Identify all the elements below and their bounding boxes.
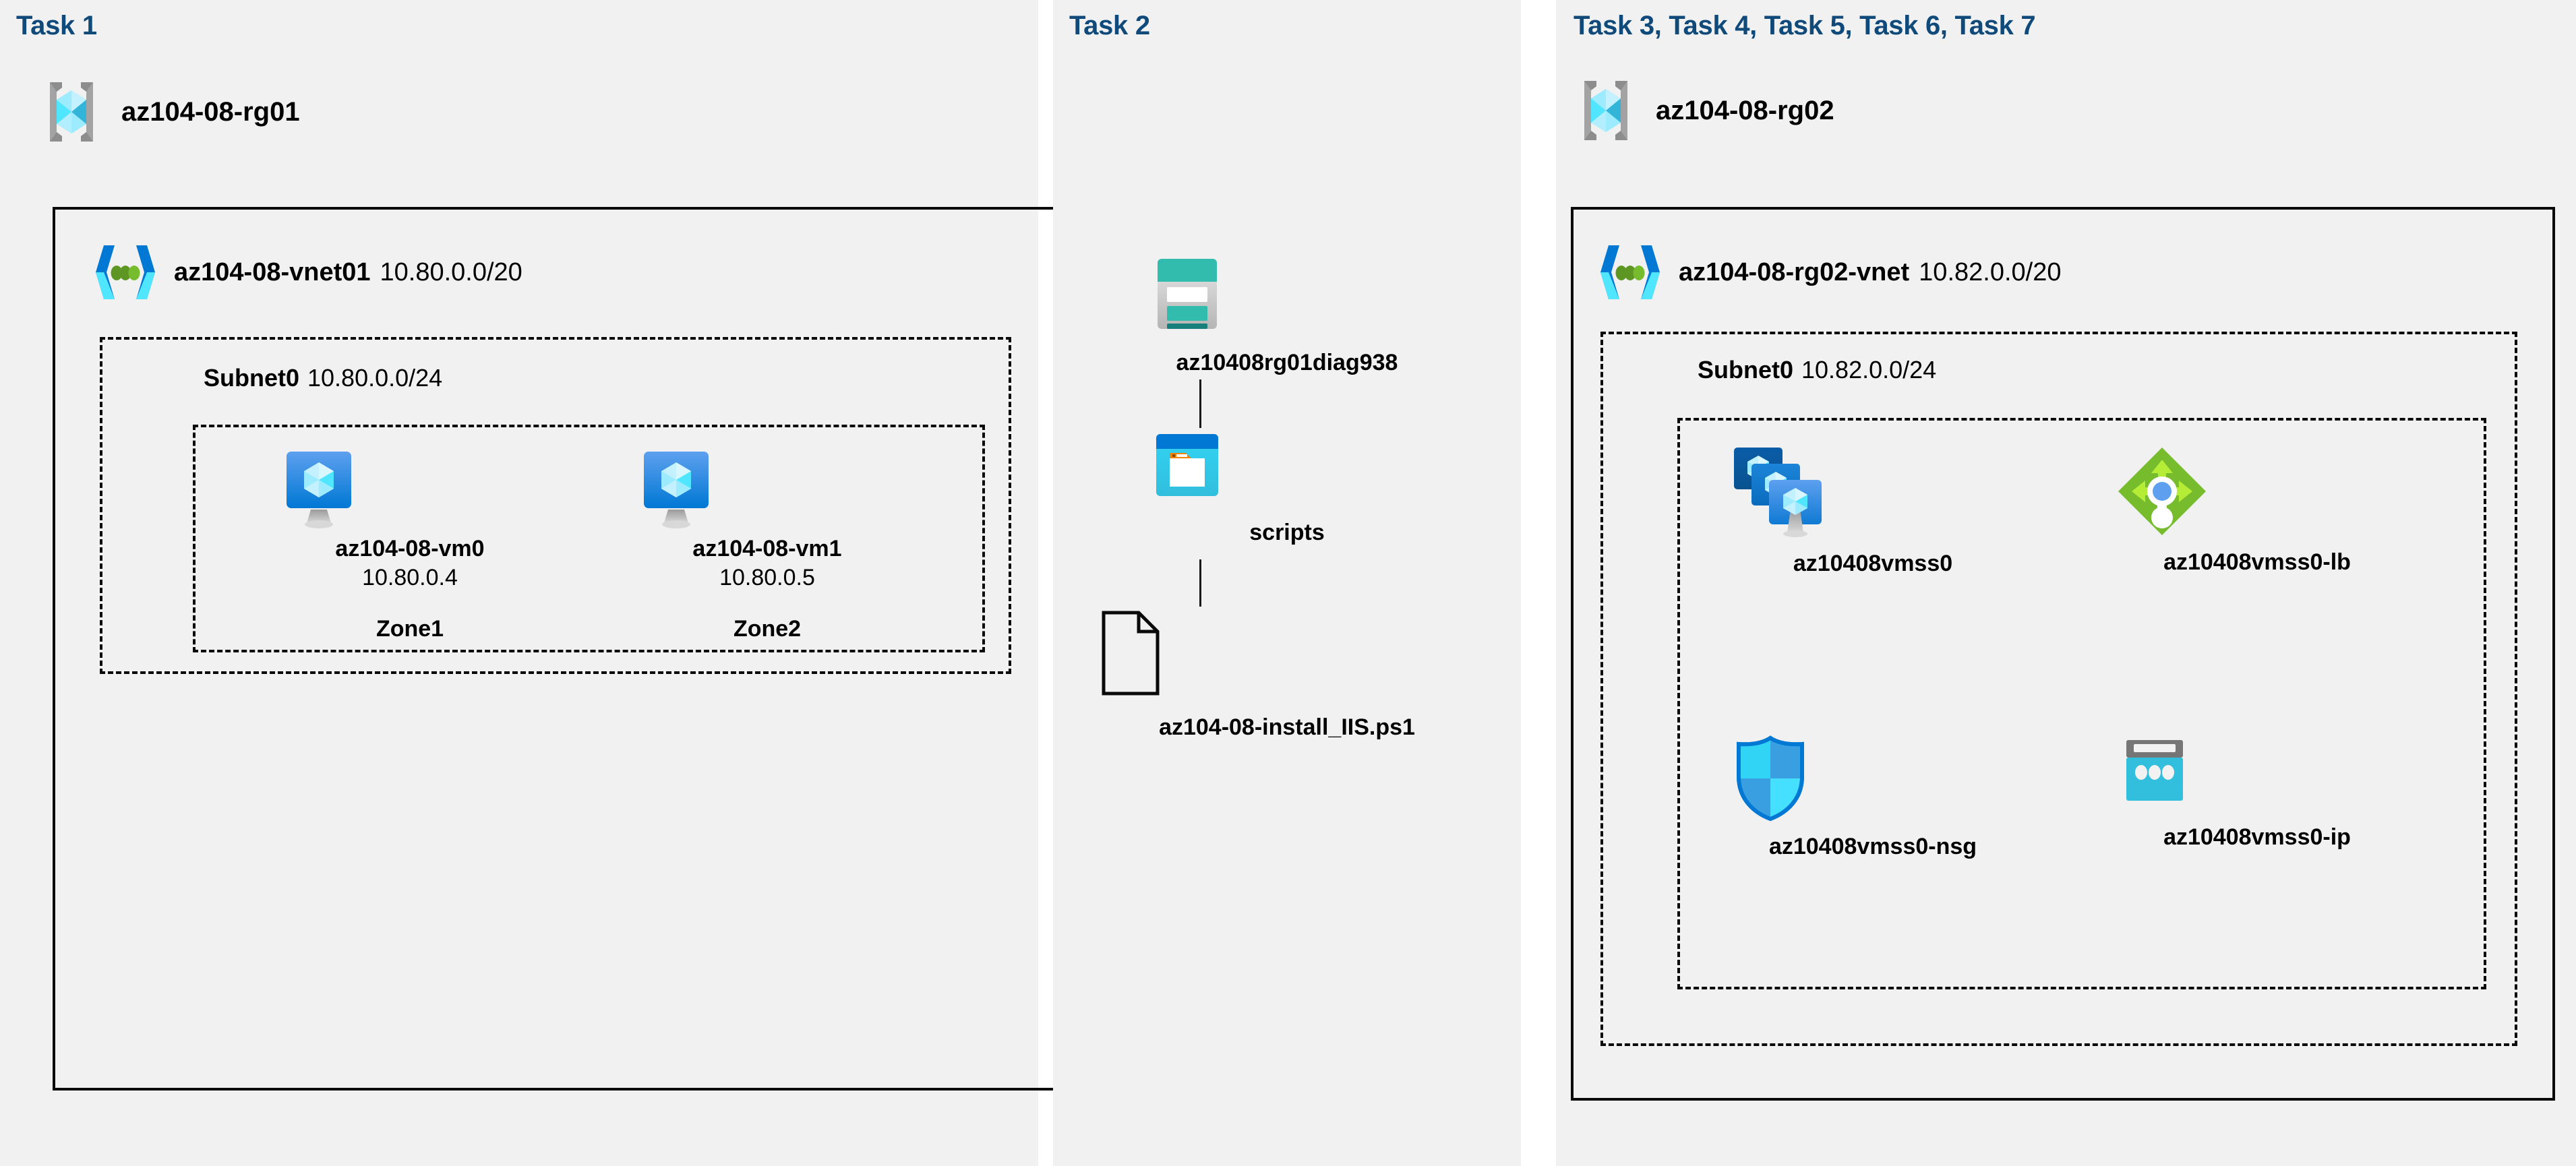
task-1-title: Task 1 bbox=[16, 11, 97, 40]
subnet-cidr: 10.80.0.0/24 bbox=[307, 364, 443, 392]
vm-node-az104-08-vm1[interactable]: az104-08-vm1 10.80.0.5 Zone2 bbox=[636, 450, 899, 642]
subnet-label: Subnet0 10.82.0.0/24 bbox=[1698, 356, 1936, 384]
resource-group-label: az104-08-rg02 bbox=[1656, 95, 1834, 125]
vm-ip-label: 10.80.0.5 bbox=[719, 565, 815, 591]
resource-group-az104-08-rg02: az104-08-rg02 bbox=[1576, 78, 1834, 143]
vm-ip-label: 10.80.0.4 bbox=[362, 565, 458, 591]
task-2-title: Task 2 bbox=[1069, 11, 1150, 40]
resource-group-icon bbox=[42, 80, 101, 144]
blob-container-label: scripts bbox=[1249, 520, 1325, 545]
public-ip-label: az10408vmss0-ip bbox=[2163, 824, 2351, 850]
virtual-machine-icon bbox=[278, 450, 541, 530]
file-label: az104-08-install_IIS.ps1 bbox=[1159, 714, 1415, 740]
nsg-label: az10408vmss0-nsg bbox=[1768, 834, 1977, 859]
vm-zone-label: Zone2 bbox=[733, 615, 802, 642]
storage-account-node[interactable]: az10408rg01diag938 bbox=[1152, 256, 1422, 377]
subnet-name: Subnet0 bbox=[204, 364, 300, 392]
public-ip-node-az10408vmss0-ip[interactable]: az10408vmss0-ip bbox=[2116, 735, 2399, 851]
resource-group-az104-08-rg01: az104-08-rg01 bbox=[42, 80, 300, 144]
virtual-network-icon bbox=[94, 243, 156, 302]
panel-task-1: Task 1 a bbox=[0, 0, 1509, 1166]
vmss-node-az10408vmss0[interactable]: az10408vmss0 bbox=[1731, 445, 2014, 578]
vnet-name-label: az104-08-vnet01 bbox=[174, 257, 371, 286]
file-icon bbox=[1098, 610, 1476, 696]
file-node[interactable]: az104-08-install_IIS.ps1 bbox=[1098, 610, 1476, 741]
vnet-header-az104-08-vnet01: az104-08-vnet01 10.80.0.0/20 bbox=[94, 243, 522, 302]
subnet-boundary-subnet0 bbox=[1600, 332, 2517, 1046]
resource-group-label: az104-08-rg01 bbox=[121, 96, 300, 127]
availability-zone-group bbox=[193, 425, 985, 652]
load-balancer-icon bbox=[2116, 445, 2399, 538]
nsg-node-az10408vmss0-nsg[interactable]: az10408vmss0-nsg bbox=[1731, 735, 2014, 861]
public-ip-address-icon bbox=[2116, 735, 2399, 813]
vnet-cidr-label: 10.82.0.0/20 bbox=[1919, 257, 2062, 286]
vnet-boundary-az104-08-rg02-vnet bbox=[1571, 207, 2555, 1101]
vm-node-az104-08-vm0[interactable]: az104-08-vm0 10.80.0.4 Zone1 bbox=[278, 450, 541, 642]
storage-account-label: az10408rg01diag938 bbox=[1176, 350, 1398, 375]
vm-name-label: az104-08-vm1 bbox=[692, 536, 842, 561]
virtual-machine-icon bbox=[636, 450, 899, 530]
virtual-network-icon bbox=[1599, 243, 1661, 302]
panel-task-2: Task 2 az10408rg01diag938 bbox=[1053, 0, 1521, 1166]
blob-container-node[interactable]: scripts bbox=[1152, 431, 1422, 547]
resource-group-icon bbox=[1576, 78, 1636, 143]
vnet-header-az104-08-rg02-vnet: az104-08-rg02-vnet 10.82.0.0/20 bbox=[1599, 243, 2061, 302]
connector-container-to-file bbox=[1199, 559, 1201, 607]
subnet-cidr: 10.82.0.0/24 bbox=[1801, 356, 1937, 383]
task-3-to-7-title: Task 3, Task 4, Task 5, Task 6, Task 7 bbox=[1574, 11, 2036, 40]
subnet-resources-group bbox=[1677, 418, 2486, 989]
subnet-boundary-subnet0 bbox=[100, 337, 1011, 674]
load-balancer-label: az10408vmss0-lb bbox=[2163, 549, 2351, 575]
subnet-name: Subnet0 bbox=[1698, 356, 1794, 383]
vmss-label: az10408vmss0 bbox=[1793, 551, 1953, 576]
blob-container-icon bbox=[1152, 431, 1422, 501]
storage-account-icon bbox=[1152, 256, 1422, 332]
vnet-name-label: az104-08-rg02-vnet bbox=[1679, 257, 1910, 286]
panel-task-3-to-7: Task 3, Task 4, Task 5, Task 6, Task 7 bbox=[1556, 0, 2576, 1166]
network-security-group-icon bbox=[1731, 735, 2014, 822]
vm-zone-label: Zone1 bbox=[376, 615, 444, 642]
load-balancer-node-az10408vmss0-lb[interactable]: az10408vmss0-lb bbox=[2116, 445, 2399, 576]
vm-name-label: az104-08-vm0 bbox=[335, 536, 485, 561]
connector-storage-to-container bbox=[1199, 379, 1201, 428]
vm-scale-set-icon bbox=[1731, 445, 2014, 539]
vnet-cidr-label: 10.80.0.0/20 bbox=[380, 257, 522, 286]
